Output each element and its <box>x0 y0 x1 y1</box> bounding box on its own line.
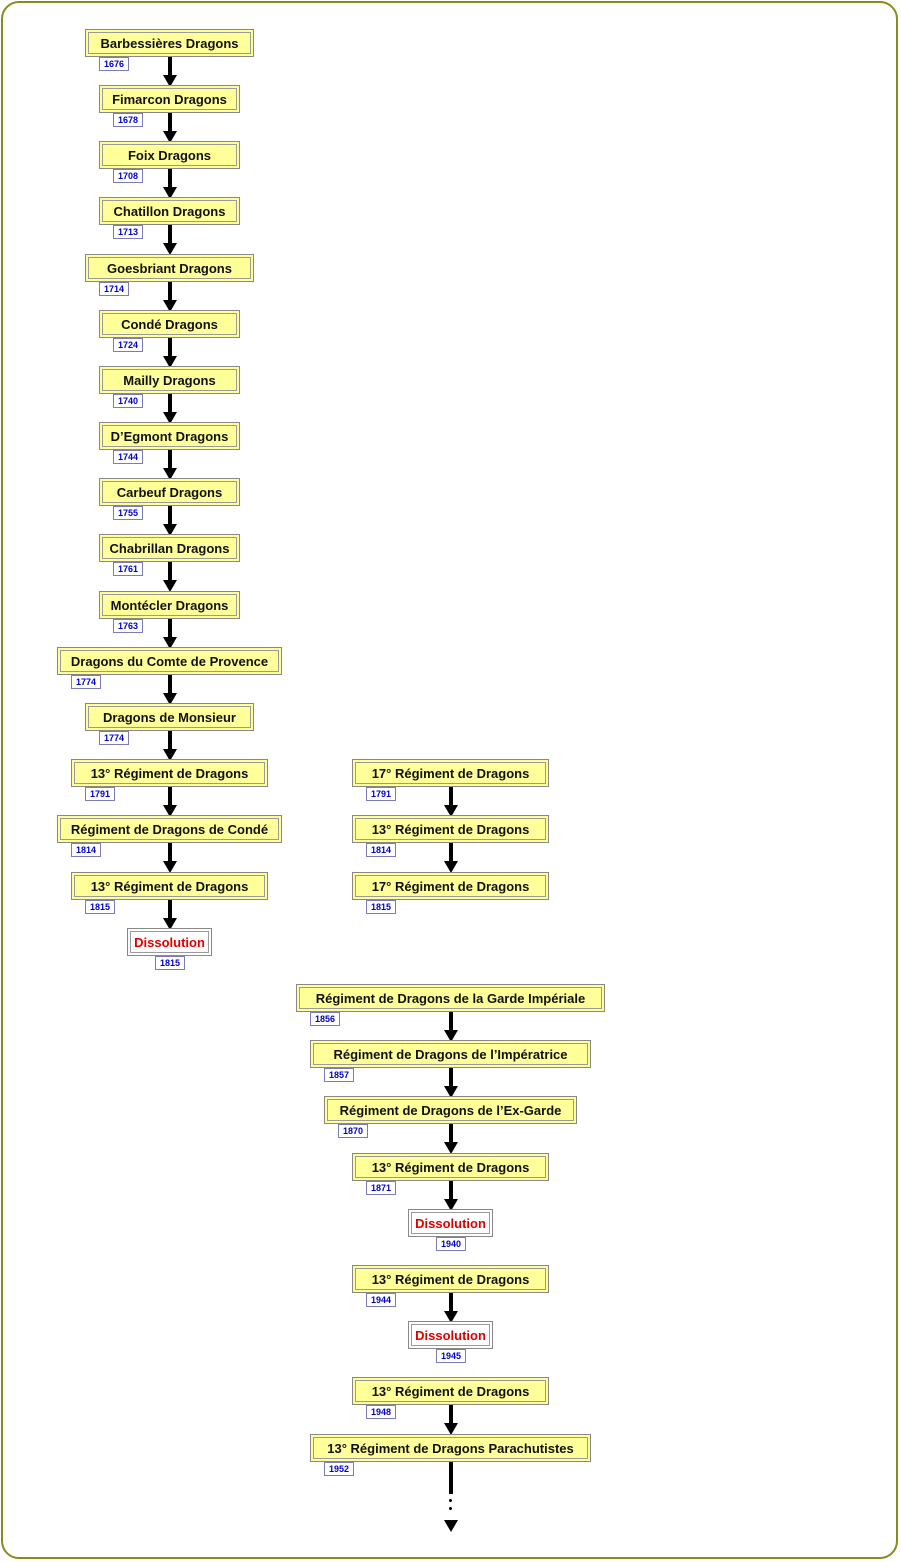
node-conde-dragons: Condé Dragons <box>99 310 240 338</box>
node-degmont-dragons: D’Egmont Dragons <box>99 422 240 450</box>
node-chabrillan-dragons: Chabrillan Dragons <box>99 534 240 562</box>
year-label: 1791 <box>366 787 396 801</box>
node-13-regiment-dragons: 13° Régiment de Dragons <box>352 1153 549 1181</box>
year-label: 1708 <box>113 169 143 183</box>
node-foix-dragons: Foix Dragons <box>99 141 240 169</box>
node-chatillon-dragons: Chatillon Dragons <box>99 197 240 225</box>
year-label: 1744 <box>113 450 143 464</box>
year-label: 1814 <box>71 843 101 857</box>
arrow-down <box>163 731 177 761</box>
year-label: 1871 <box>366 1181 396 1195</box>
node-dragons-comte-provence: Dragons du Comte de Provence <box>57 647 282 675</box>
year-label: 1713 <box>113 225 143 239</box>
year-label: 1763 <box>113 619 143 633</box>
year-label: 1856 <box>310 1012 340 1026</box>
arrow-down <box>444 787 458 817</box>
node-dissolution: Dissolution <box>408 1321 493 1349</box>
arrow-down <box>163 562 177 592</box>
year-label: 1815 <box>155 956 185 970</box>
arrow-down <box>444 1124 458 1154</box>
arrow-down <box>444 1181 458 1211</box>
node-17-regiment-dragons: 17° Régiment de Dragons <box>352 872 549 900</box>
node-mailly-dragons: Mailly Dragons <box>99 366 240 394</box>
node-carbeuf-dragons: Carbeuf Dragons <box>99 478 240 506</box>
node-dissolution: Dissolution <box>408 1209 493 1237</box>
node-13-regiment-dragons: 13° Régiment de Dragons <box>352 1265 549 1293</box>
arrow-down <box>444 1012 458 1042</box>
arrow-down <box>163 169 177 199</box>
arrow-down <box>163 675 177 705</box>
node-13-regiment-dragons-parachutistes: 13° Régiment de Dragons Parachutistes <box>310 1434 591 1462</box>
continuation-arrow <box>444 1462 458 1532</box>
node-regiment-ex-garde: Régiment de Dragons de l’Ex-Garde <box>324 1096 577 1124</box>
year-label: 1857 <box>324 1068 354 1082</box>
node-13-regiment-dragons: 13° Régiment de Dragons <box>352 1377 549 1405</box>
arrow-down <box>163 619 177 649</box>
arrow-down <box>163 57 177 87</box>
node-goesbriant-dragons: Goesbriant Dragons <box>85 254 254 282</box>
node-barbessieres-dragons: Barbessières Dragons <box>85 29 254 57</box>
year-label: 1724 <box>113 338 143 352</box>
year-label: 1774 <box>71 675 101 689</box>
node-fimarcon-dragons: Fimarcon Dragons <box>99 85 240 113</box>
arrow-down <box>444 1405 458 1435</box>
node-13-regiment-dragons: 13° Régiment de Dragons <box>71 872 268 900</box>
node-17-regiment-dragons: 17° Régiment de Dragons <box>352 759 549 787</box>
year-label: 1774 <box>99 731 129 745</box>
year-label: 1940 <box>436 1237 466 1251</box>
arrow-down <box>163 900 177 930</box>
node-montecler-dragons: Montécler Dragons <box>99 591 240 619</box>
year-label: 1791 <box>85 787 115 801</box>
year-label: 1676 <box>99 57 129 71</box>
year-label: 1740 <box>113 394 143 408</box>
year-label: 1714 <box>99 282 129 296</box>
arrow-down <box>163 450 177 480</box>
year-label: 1815 <box>85 900 115 914</box>
node-regiment-garde-imperiale: Régiment de Dragons de la Garde Impérial… <box>296 984 605 1012</box>
year-label: 1948 <box>366 1405 396 1419</box>
year-label: 1761 <box>113 562 143 576</box>
arrow-down <box>163 787 177 817</box>
node-regiment-imperatrice: Régiment de Dragons de l’Impératrice <box>310 1040 591 1068</box>
node-regiment-dragons-conde: Régiment de Dragons de Condé <box>57 815 282 843</box>
arrow-down <box>163 506 177 536</box>
arrow-down <box>163 394 177 424</box>
year-label: 1945 <box>436 1349 466 1363</box>
arrow-down <box>444 843 458 873</box>
year-label: 1944 <box>366 1293 396 1307</box>
year-label: 1814 <box>366 843 396 857</box>
arrow-down <box>163 843 177 873</box>
year-label: 1755 <box>113 506 143 520</box>
year-label: 1815 <box>366 900 396 914</box>
year-label: 1952 <box>324 1462 354 1476</box>
node-dragons-de-monsieur: Dragons de Monsieur <box>85 703 254 731</box>
arrow-down <box>163 113 177 143</box>
arrow-down <box>444 1293 458 1323</box>
node-dissolution: Dissolution <box>127 928 212 956</box>
arrow-down <box>163 225 177 255</box>
node-13-regiment-dragons: 13° Régiment de Dragons <box>352 815 549 843</box>
year-label: 1678 <box>113 113 143 127</box>
node-13-regiment-dragons: 13° Régiment de Dragons <box>71 759 268 787</box>
year-label: 1870 <box>338 1124 368 1138</box>
arrow-down <box>163 282 177 312</box>
arrow-down <box>163 338 177 368</box>
arrow-down <box>444 1068 458 1098</box>
